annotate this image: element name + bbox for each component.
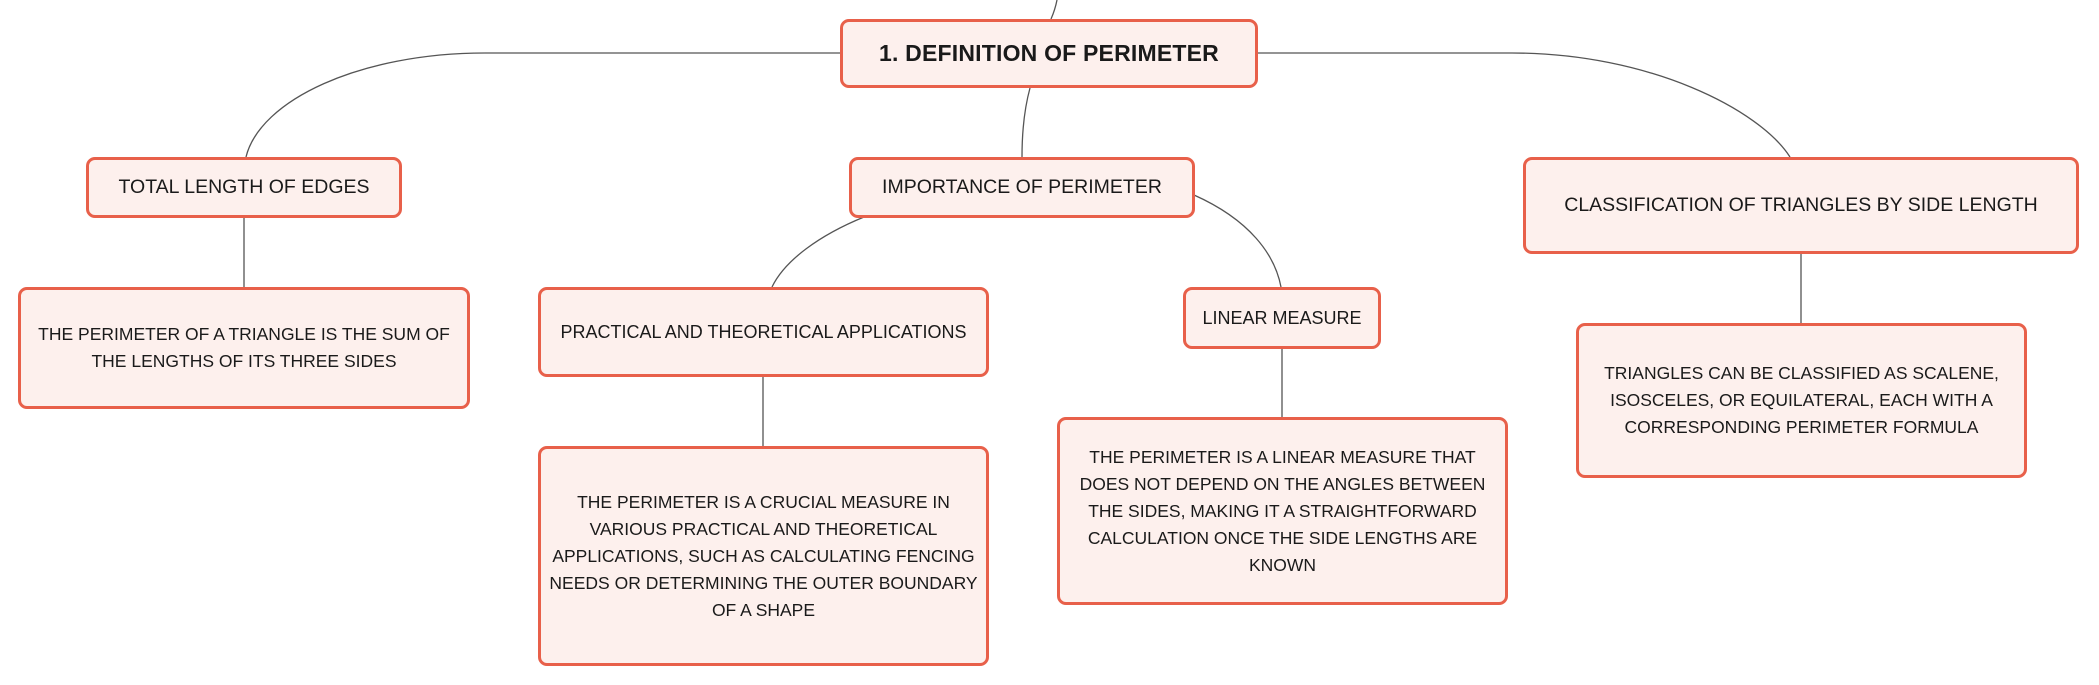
node-label: THE PERIMETER IS A LINEAR MEASURE THAT D…	[1079, 446, 1486, 575]
root-node[interactable]: 1. DEFINITION OF PERIMETER	[840, 19, 1258, 88]
node-label: PRACTICAL AND THEORETICAL APPLICATIONS	[560, 321, 967, 342]
connector-importance-to-linear-measure	[1193, 194, 1282, 288]
node-label: TOTAL LENGTH OF EDGES	[118, 176, 370, 198]
node-label: THE PERIMETER IS A CRUCIAL MEASURE IN VA…	[549, 491, 978, 620]
node-total-length-detail[interactable]: THE PERIMETER OF A TRIANGLE IS THE SUM O…	[18, 287, 470, 409]
node-label: CLASSIFICATION OF TRIANGLES BY SIDE LENG…	[1564, 194, 2038, 216]
node-classification-detail[interactable]: TRIANGLES CAN BE CLASSIFIED AS SCALENE, …	[1576, 323, 2027, 478]
node-label: IMPORTANCE OF PERIMETER	[882, 176, 1162, 198]
connector-root-to-classification	[1257, 52, 1791, 158]
node-total-length-of-edges[interactable]: TOTAL LENGTH OF EDGES	[86, 157, 402, 218]
node-applications-detail[interactable]: THE PERIMETER IS A CRUCIAL MEASURE IN VA…	[538, 446, 989, 666]
node-label: THE PERIMETER OF A TRIANGLE IS THE SUM O…	[38, 324, 450, 371]
node-label: TRIANGLES CAN BE CLASSIFIED AS SCALENE, …	[1604, 363, 1999, 437]
connector-root-to-importance	[1021, 87, 1031, 158]
node-linear-measure[interactable]: LINEAR MEASURE	[1183, 287, 1381, 349]
node-label: LINEAR MEASURE	[1202, 307, 1362, 328]
node-importance-of-perimeter[interactable]: IMPORTANCE OF PERIMETER	[849, 157, 1195, 218]
connector-importance-to-applications	[771, 216, 865, 288]
connector-parent-to-root	[1050, 0, 1058, 20]
node-linear-measure-detail[interactable]: THE PERIMETER IS A LINEAR MEASURE THAT D…	[1057, 417, 1508, 605]
node-classification-of-triangles[interactable]: CLASSIFICATION OF TRIANGLES BY SIDE LENG…	[1523, 157, 2079, 254]
connector-root-to-total-length	[245, 52, 840, 158]
node-practical-and-theoretical-applications[interactable]: PRACTICAL AND THEORETICAL APPLICATIONS	[538, 287, 989, 377]
root-node-label: 1. DEFINITION OF PERIMETER	[878, 40, 1219, 66]
